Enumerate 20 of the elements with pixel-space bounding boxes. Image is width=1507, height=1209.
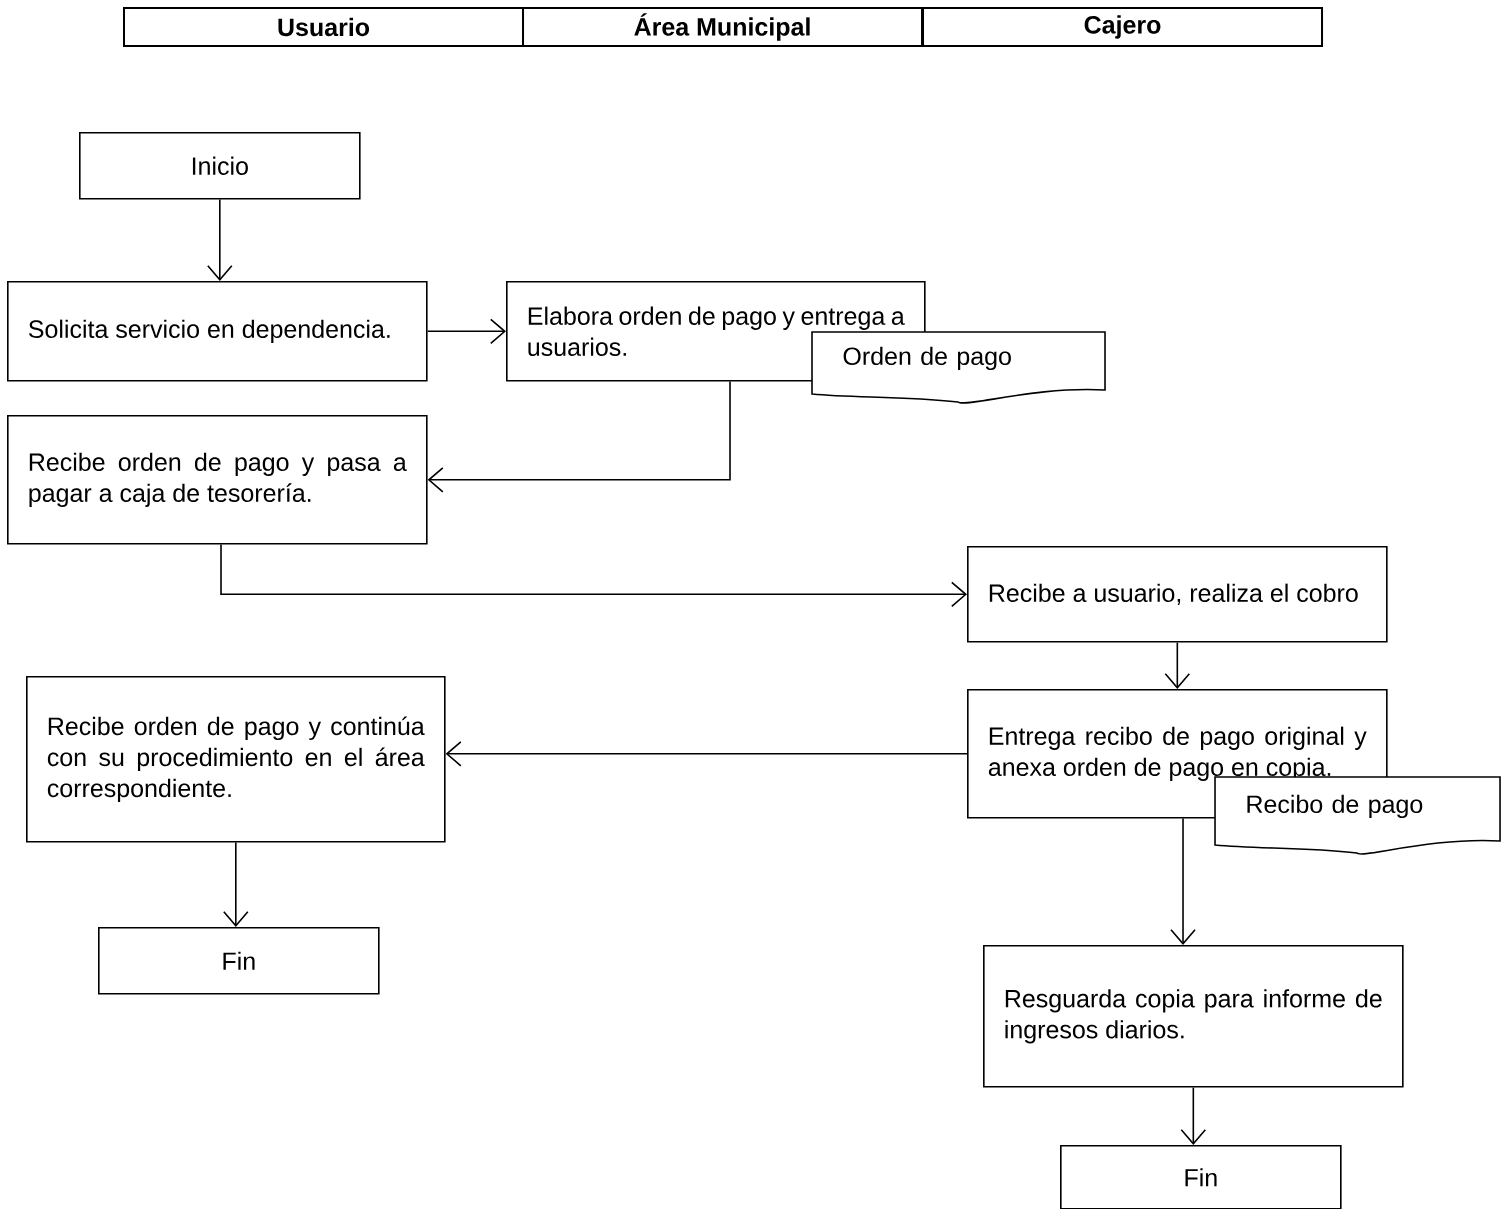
process-box: Resguarda copia para informe de ingresos diarios. [983, 945, 1404, 1088]
arrow [1164, 641, 1191, 689]
process-box: Solicita servicio en dependencia. [7, 281, 428, 382]
arrow [1180, 1086, 1207, 1145]
arrow [445, 741, 968, 767]
table-header-cell: Cajero [922, 7, 1323, 47]
arrow [1170, 817, 1196, 945]
table-header-cell: Área Municipal [522, 7, 923, 47]
process-box: Fin [98, 927, 380, 995]
arrow [220, 543, 967, 608]
arrow [207, 198, 233, 281]
process-box: Inicio [79, 132, 361, 200]
process-box: Fin [1060, 1145, 1342, 1209]
process-box: Recibe a usuario, realiza el cobro [967, 546, 1388, 643]
table-header-cell: Usuario [123, 7, 524, 47]
process-box: Recibe orden de pago y continúa con su procedimiento en el área correspondiente. [26, 676, 446, 843]
process-box: Recibe orden de pago y pasa a pagar a caja de tesorería. [7, 415, 428, 545]
arrow [223, 841, 249, 927]
arrow [426, 318, 506, 345]
arrow [427, 380, 731, 493]
